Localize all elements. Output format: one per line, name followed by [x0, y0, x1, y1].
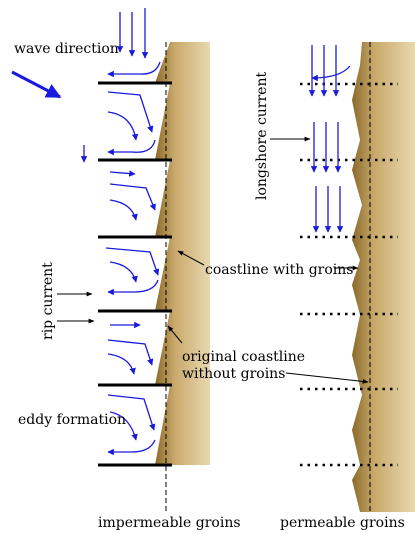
- eddy-arrow: [108, 440, 155, 452]
- eddy-arrow: [108, 354, 134, 374]
- wave-direction-label: wave direction: [14, 41, 119, 57]
- eddy-arrow: [108, 112, 136, 140]
- current-arrow: [108, 340, 152, 365]
- coastline-with-groins-label: coastline with groins: [205, 262, 353, 278]
- eddy-formation-label: eddy formation: [18, 412, 126, 428]
- right-current-arrows: [312, 45, 350, 232]
- rip-current-label: rip current: [40, 262, 56, 340]
- original-coastline-label-line2: without groins: [182, 366, 285, 382]
- eddy-arrow: [108, 62, 160, 74]
- eddy-arrow: [108, 140, 155, 152]
- impermeable-groins-panel: [84, 8, 210, 512]
- eddy-arrow: [110, 262, 136, 282]
- current-arrow: [108, 92, 152, 132]
- current-arrow: [110, 172, 135, 174]
- right-beach-sand: [352, 42, 415, 512]
- longshore-arrow: [312, 66, 350, 78]
- permeable-groins-label: permeable groins: [280, 515, 405, 531]
- rip-current-arrow: [108, 280, 158, 292]
- eddy-arrow: [110, 200, 136, 220]
- original-coastline-pointer: [286, 373, 368, 382]
- current-arrow: [110, 184, 155, 210]
- current-arrow: [106, 248, 158, 275]
- original-coastline-label-line1: original coastline: [182, 349, 305, 365]
- impermeable-groins-label: impermeable groins: [98, 515, 241, 531]
- wave-direction-arrow: [12, 72, 60, 97]
- longshore-current-label: longshore current: [254, 72, 270, 200]
